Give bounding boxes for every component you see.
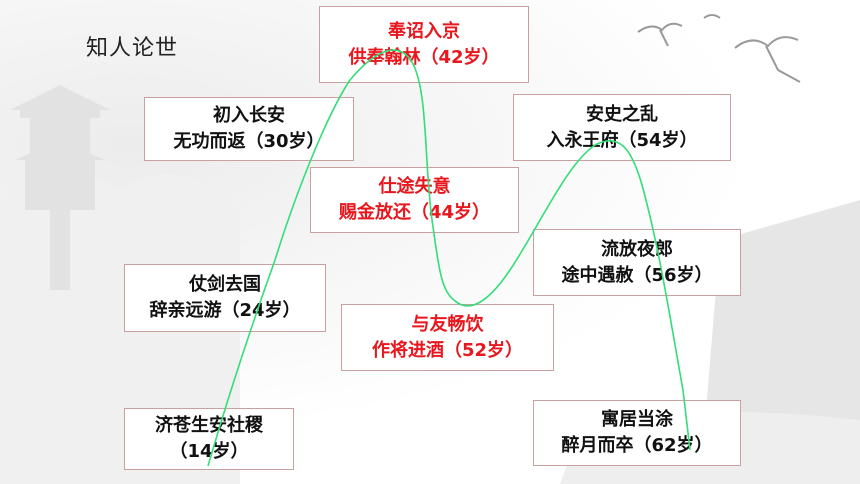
node-44: 仕途失意 赐金放还（44岁） bbox=[310, 167, 519, 233]
node-24-event: 仗剑去国 bbox=[189, 274, 261, 295]
node-52: 与友畅饮 作将进酒（52岁） bbox=[341, 304, 554, 371]
node-62-detail: 醉月而卒（62岁） bbox=[561, 435, 713, 456]
node-62: 寓居当涂 醉月而卒（62岁） bbox=[533, 400, 741, 466]
node-14-age: （14岁） bbox=[169, 441, 249, 462]
node-52-detail: 作将进酒（52岁） bbox=[371, 339, 524, 361]
node-14: 济苍生安社稷 （14岁） bbox=[124, 408, 294, 470]
node-30-detail: 无功而返（30岁） bbox=[173, 131, 325, 152]
node-42-detail: 供奉翰林（42岁） bbox=[348, 46, 500, 68]
cranes-icon bbox=[637, 14, 801, 83]
node-44-event: 仕途失意 bbox=[378, 176, 451, 197]
pavilion-icon bbox=[10, 85, 110, 290]
slide-title: 知人论世 bbox=[86, 36, 179, 61]
node-14-event: 济苍生安社稷 bbox=[155, 415, 263, 436]
node-52-event: 与友畅饮 bbox=[411, 313, 484, 335]
node-54-detail: 入永王府（54岁） bbox=[546, 129, 698, 151]
node-54-event: 安史之乱 bbox=[586, 103, 658, 125]
node-56: 流放夜郎 途中遇赦（56岁） bbox=[533, 229, 741, 296]
node-42-event: 奉诏入京 bbox=[388, 20, 460, 42]
node-56-detail: 途中遇赦（56岁） bbox=[561, 264, 713, 286]
node-56-event: 流放夜郎 bbox=[601, 238, 673, 260]
node-24-detail: 辞亲远游（24岁） bbox=[149, 300, 301, 321]
node-44-detail: 赐金放还（44岁） bbox=[338, 202, 491, 223]
node-30-event: 初入长安 bbox=[213, 105, 285, 126]
node-42: 奉诏入京 供奉翰林（42岁） bbox=[319, 6, 529, 83]
node-30: 初入长安 无功而返（30岁） bbox=[144, 97, 354, 161]
node-62-event: 寓居当涂 bbox=[601, 409, 673, 430]
node-24: 仗剑去国 辞亲远游（24岁） bbox=[124, 264, 326, 332]
node-54: 安史之乱 入永王府（54岁） bbox=[513, 94, 731, 161]
